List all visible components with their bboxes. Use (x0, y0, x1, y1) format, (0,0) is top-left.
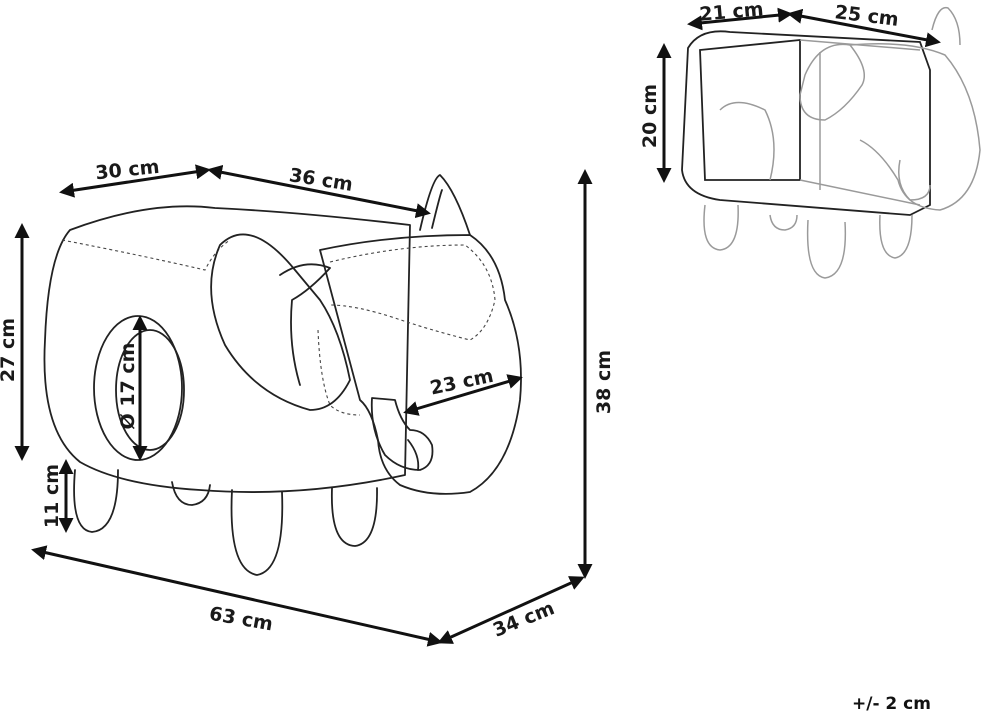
leg-front-right (330, 487, 378, 547)
label-inner-depth: 21 cm (699, 0, 765, 26)
ghost-trunk (898, 159, 931, 201)
elephant-head (319, 234, 522, 495)
ghost-ear (799, 43, 865, 121)
elephant-ear (210, 233, 351, 411)
head-seam (329, 244, 496, 341)
elephant-trunk (370, 397, 434, 471)
ear-fold (279, 263, 331, 386)
dimension-labels: 30 cm 36 cm 27 cm Ø 17 cm 23 cm 11 cm 38… (0, 0, 900, 642)
arrow-head-width (403, 374, 523, 416)
label-body-height: 27 cm (0, 318, 19, 382)
label-inner-length: 25 cm (834, 1, 900, 31)
leg-front-left (230, 489, 284, 576)
arrow-inner-depth (687, 7, 793, 31)
ghost-head (849, 43, 981, 211)
label-total-height: 38 cm (593, 350, 615, 414)
label-inner-height: 20 cm (639, 84, 661, 148)
leg-back-left (73, 469, 119, 533)
arrow-top-length (207, 164, 431, 219)
arrow-total-length (31, 545, 443, 647)
label-leg-height: 11 cm (41, 464, 63, 528)
arrow-top-depth (59, 164, 211, 198)
tolerance-note: +/- 2 cm (852, 694, 931, 714)
ghost-box-outline (681, 30, 931, 216)
ear-tip-inner (431, 189, 443, 229)
arrow-inner-length (787, 8, 941, 48)
head-seam-lower (317, 329, 361, 416)
ear-tip-top (419, 174, 471, 236)
dimension-lines (14, 7, 941, 647)
ghost-legs (703, 204, 913, 279)
trunk-tip (407, 439, 420, 471)
elephant-stool-open-view (681, 6, 981, 279)
label-total-length: 63 cm (208, 603, 275, 636)
ghost-box-back (799, 39, 921, 206)
ghost-hole (719, 101, 775, 181)
leg-back-right (171, 481, 211, 506)
arrow-total-depth (437, 576, 585, 644)
hole-inner (115, 329, 185, 451)
ghost-box-inner (699, 39, 801, 181)
ghost-ear-tip (931, 6, 961, 46)
label-top-length: 36 cm (288, 164, 355, 196)
stool-top-seam (61, 239, 231, 271)
label-hole-diameter: Ø 17 cm (117, 343, 139, 430)
